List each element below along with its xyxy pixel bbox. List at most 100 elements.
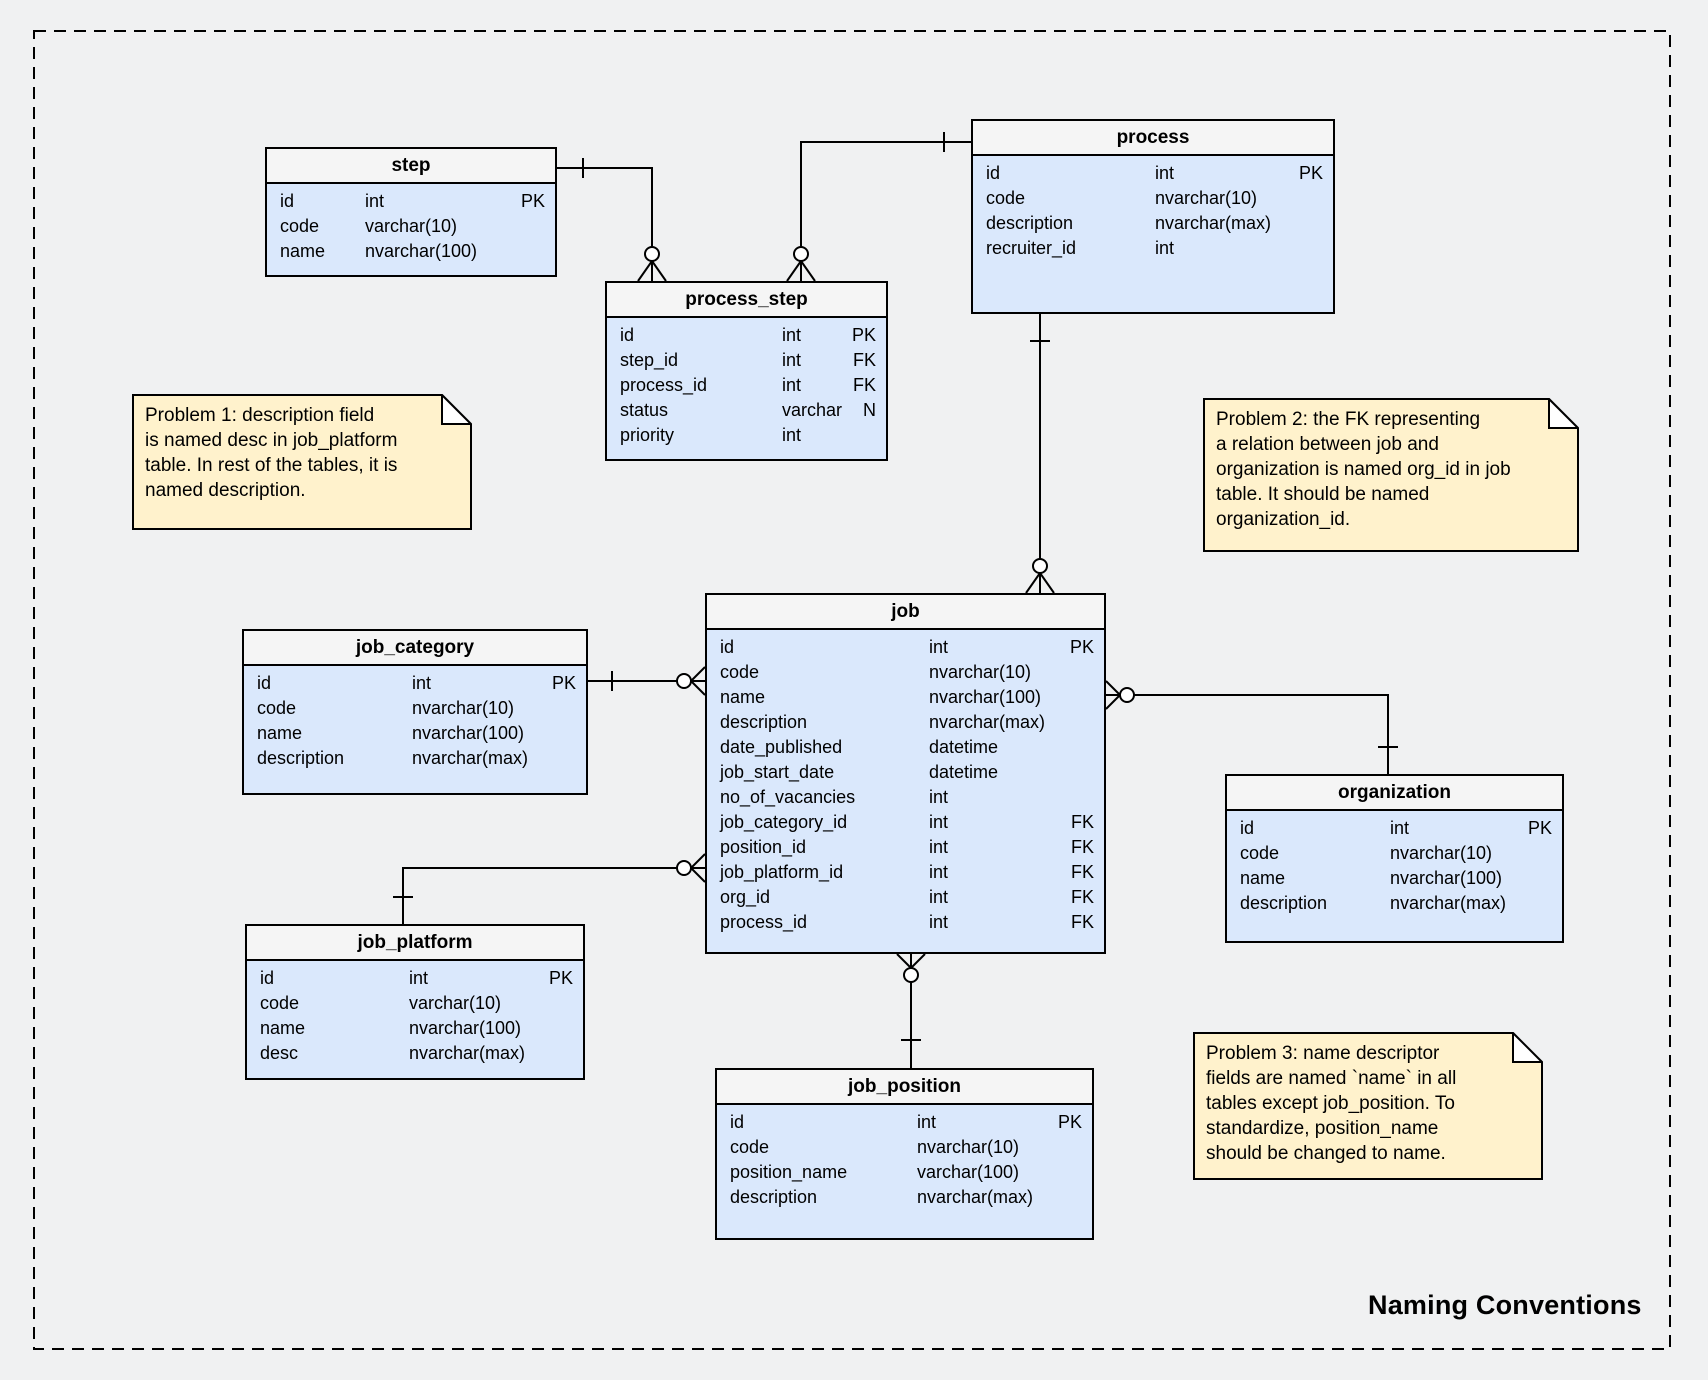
table-title: job_platform: [247, 926, 583, 961]
field-name: desc: [260, 1043, 299, 1063]
field-row: code varchar(10): [247, 991, 583, 1016]
field-name: name: [1240, 868, 1286, 888]
field-type: int: [412, 673, 432, 693]
field-name: description: [720, 712, 808, 732]
field-type: nvarchar(100): [409, 1018, 522, 1038]
field-key: PK: [520, 191, 545, 211]
field-name: status: [620, 400, 669, 420]
field-name: name: [720, 687, 766, 707]
field-type: int: [782, 425, 802, 445]
field-type: int: [929, 787, 949, 807]
field-type: int: [782, 325, 802, 345]
field-name: id: [730, 1112, 745, 1132]
field-type: datetime: [929, 737, 999, 757]
table-title: process: [973, 121, 1333, 156]
field-name: description: [986, 213, 1074, 233]
field-row: id int PK: [607, 323, 886, 348]
field-name: process_id: [720, 912, 808, 932]
diagram-boundary: [33, 30, 1671, 1350]
field-name: id: [280, 191, 295, 211]
field-type: varchar(10): [365, 216, 458, 236]
field-type: int: [929, 862, 949, 882]
field-key: FK: [852, 375, 876, 395]
note-shape: [132, 392, 474, 530]
field-type: varchar(10): [409, 993, 502, 1013]
diagram-title: Naming Conventions: [1368, 1290, 1642, 1320]
field-name: name: [260, 1018, 306, 1038]
field-type: int: [929, 912, 949, 932]
note-shape: [1203, 396, 1581, 552]
relationship-process-process_step: [786, 132, 971, 282]
field-name: name: [280, 241, 326, 261]
field-name: description: [730, 1187, 818, 1207]
field-key: PK: [851, 325, 876, 345]
field-type: varchar: [782, 400, 843, 420]
field-type: nvarchar(100): [412, 723, 525, 743]
relationship-job_platform-job: [393, 853, 706, 924]
note-text: Problem 3: name descriptor fields are na…: [1206, 1043, 1457, 1164]
field-name: code: [280, 216, 320, 236]
field-key: FK: [1070, 812, 1094, 832]
field-type: nvarchar(10): [929, 662, 1032, 682]
field-type: nvarchar(10): [1155, 188, 1258, 208]
field-name: job_start_date: [720, 762, 835, 782]
field-type: datetime: [929, 762, 999, 782]
note-problem-2: Problem 2: the FK representing a relatio…: [1203, 396, 1581, 552]
field-key: FK: [1070, 887, 1094, 907]
field-row: id int PK: [267, 189, 555, 214]
field-name: code: [1240, 843, 1280, 863]
field-name: code: [260, 993, 300, 1013]
field-key: PK: [548, 968, 573, 988]
field-type: nvarchar(10): [917, 1137, 1020, 1157]
note-problem-1: Problem 1: description field is named de…: [132, 392, 474, 530]
note-problem-3: Problem 3: name descriptor fields are na…: [1193, 1030, 1545, 1180]
field-type: int: [929, 812, 949, 832]
field-name: id: [620, 325, 635, 345]
field-name: process_id: [620, 375, 708, 395]
relationship-process-job: [1025, 314, 1055, 594]
field-row: job_category_id int FK: [707, 810, 1104, 835]
field-type: int: [1390, 818, 1410, 838]
field-key: FK: [1070, 862, 1094, 882]
field-name: id: [257, 673, 272, 693]
field-name: job_category_id: [720, 812, 848, 832]
table-title: organization: [1227, 776, 1562, 811]
field-key: PK: [1057, 1112, 1082, 1132]
note-text: Problem 1: description field is named de…: [145, 405, 398, 501]
field-name: code: [257, 698, 297, 718]
relationship-organization-job: [1105, 680, 1398, 774]
field-key: PK: [1527, 818, 1552, 838]
field-type: int: [365, 191, 385, 211]
field-name: description: [257, 748, 345, 768]
field-key: FK: [852, 350, 876, 370]
table-title: job: [707, 595, 1104, 630]
